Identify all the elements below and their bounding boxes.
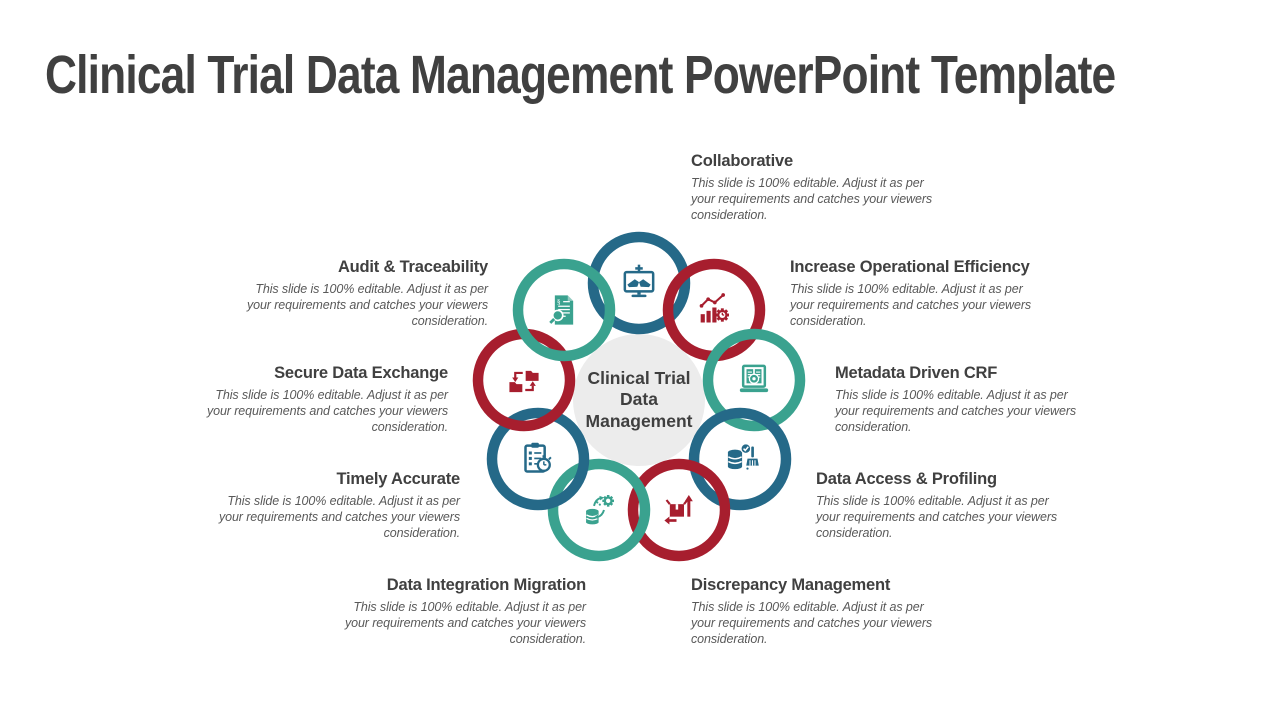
item-description: This slide is 100% editable. Adjust it a… <box>218 494 460 541</box>
laptop-documents-gear-icon <box>734 360 774 400</box>
database-check-broom-icon <box>720 439 760 479</box>
item-block-metadata-driven-crf: Metadata Driven CRF This slide is 100% e… <box>835 364 1093 436</box>
item-description: This slide is 100% editable. Adjust it a… <box>246 282 488 329</box>
item-label: Discrepancy Management <box>691 576 891 594</box>
item-label: Metadata Driven CRF <box>835 364 998 382</box>
item-description: This slide is 100% editable. Adjust it a… <box>790 282 1032 329</box>
item-block-data-access-profiling: Data Access & Profiling This slide is 10… <box>816 470 1074 542</box>
item-label: Audit & Traceability <box>337 258 488 276</box>
item-label: Timely Accurate <box>336 470 460 488</box>
ring-collaborative <box>587 231 691 335</box>
svg-text:§: § <box>557 297 561 306</box>
item-label: Increase Operational Efficiency <box>790 258 1030 276</box>
ring-metadata-driven-crf <box>702 328 806 432</box>
ring-audit-traceability <box>512 258 616 362</box>
ring-data-integration-migration <box>547 458 651 562</box>
center-line-3: Management <box>585 410 693 431</box>
item-description: This slide is 100% editable. Adjust it a… <box>691 600 933 647</box>
item-block-secure-data-exchange: Secure Data Exchange This slide is 100% … <box>190 364 448 436</box>
item-label: Collaborative <box>691 152 793 170</box>
package-arrows-icon <box>659 490 699 530</box>
item-label: Secure Data Exchange <box>274 364 448 382</box>
item-description: This slide is 100% editable. Adjust it a… <box>691 176 933 223</box>
item-description: This slide is 100% editable. Adjust it a… <box>206 388 448 435</box>
item-block-increase-operational-efficiency: Increase Operational Efficiency This sli… <box>790 258 1048 330</box>
document-magnifier-icon: § <box>544 290 584 330</box>
ring-data-access-profiling <box>688 407 792 511</box>
item-block-audit-traceability: Audit & Traceability This slide is 100% … <box>230 258 488 330</box>
center-line-2: Data <box>620 389 658 410</box>
checklist-stopwatch-icon <box>518 439 558 479</box>
center-circle: Clinical Trial Data Management <box>573 334 705 466</box>
item-description: This slide is 100% editable. Adjust it a… <box>344 600 586 647</box>
item-block-data-integration-migration: Data Integration Migration This slide is… <box>328 576 586 648</box>
handshake-monitor-icon <box>619 263 659 303</box>
folders-transfer-icon <box>504 360 544 400</box>
ring-timely-accurate <box>486 407 590 511</box>
database-sync-gear-icon <box>579 490 619 530</box>
ring-discrepancy-management <box>627 458 731 562</box>
page-title: Clinical Trial Data Management PowerPoin… <box>45 45 1116 105</box>
bar-chart-gear-icon <box>694 290 734 330</box>
item-label: Data Integration Migration <box>386 576 586 594</box>
item-block-collaborative: Collaborative This slide is 100% editabl… <box>691 152 949 224</box>
item-description: This slide is 100% editable. Adjust it a… <box>835 388 1077 435</box>
item-block-discrepancy-management: Discrepancy Management This slide is 100… <box>691 576 949 648</box>
item-label: Data Access & Profiling <box>816 470 997 488</box>
item-description: This slide is 100% editable. Adjust it a… <box>816 494 1058 541</box>
center-line-1: Clinical Trial <box>587 367 691 388</box>
item-block-timely-accurate: Timely Accurate This slide is 100% edita… <box>202 470 460 542</box>
